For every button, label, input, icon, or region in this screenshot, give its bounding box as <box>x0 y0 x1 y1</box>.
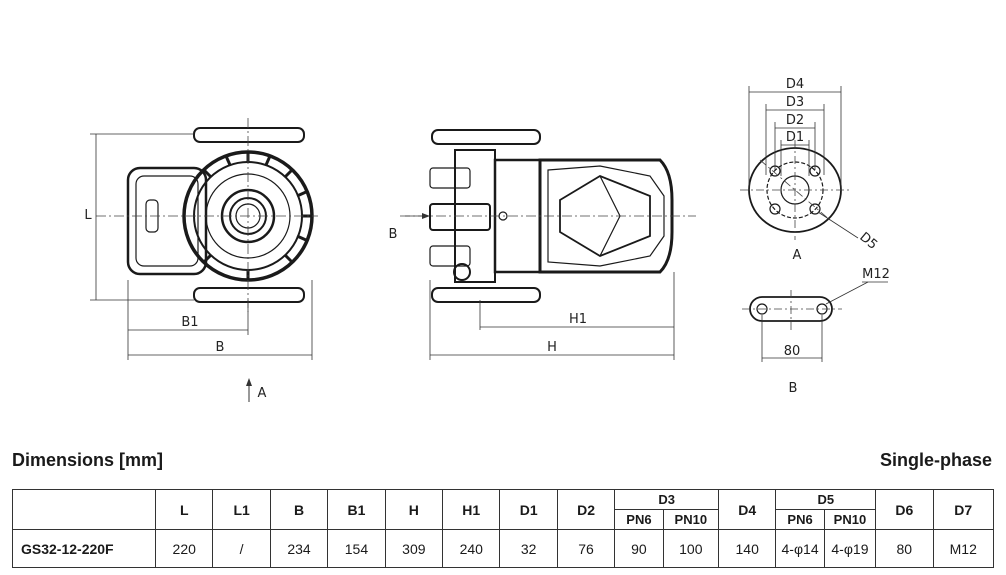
cell-d6: 80 <box>875 529 934 568</box>
header-d3: D3 <box>614 489 719 510</box>
label-h1: H1 <box>569 312 587 327</box>
header-h: H <box>384 489 444 530</box>
cell-d3-pn10: 100 <box>662 529 720 568</box>
label-d1: D1 <box>786 130 804 145</box>
label-m12: M12 <box>862 267 890 282</box>
header-l1: L1 <box>212 489 271 530</box>
side-view <box>400 129 696 360</box>
foot-view <box>742 281 888 362</box>
label-l: L <box>84 208 92 223</box>
label-d2: D2 <box>786 113 804 128</box>
header-b: B <box>269 489 329 530</box>
front-view <box>90 118 318 402</box>
technical-drawing: B1 B L A H1 H B <box>84 77 890 402</box>
header-h1: H1 <box>442 489 501 530</box>
label-d4: D4 <box>786 77 804 92</box>
dimensions-table: L L1 B B1 H H1 D1 D2 D3 D4 D5 D6 D7 PN6 … <box>11 489 995 568</box>
label-b1: B1 <box>181 315 198 330</box>
header-row: L L1 B B1 H H1 D1 D2 D3 D4 D5 D6 D7 <box>11 489 995 530</box>
header-d7: D7 <box>932 489 995 530</box>
label-d3: D3 <box>786 95 804 110</box>
header-d2: D2 <box>556 489 616 530</box>
cell-d1: 32 <box>499 529 558 568</box>
flange-view <box>740 86 859 240</box>
cell-d4: 140 <box>717 529 777 568</box>
phase-title: Single-phase <box>879 450 992 470</box>
label-b-arrow: B <box>389 227 398 242</box>
section-title: Dimensions [mm] <box>12 450 164 470</box>
label-80: 80 <box>784 344 801 359</box>
cell-b1: 154 <box>327 529 386 568</box>
cell-model: GS32-12-220F <box>11 529 157 568</box>
header-b1: B1 <box>327 489 386 530</box>
label-a-arrow: A <box>258 386 267 401</box>
table-row: GS32-12-220F 220 / 234 154 309 240 32 76… <box>11 529 995 568</box>
cell-l1: / <box>212 529 271 568</box>
header-d5: D5 <box>775 489 877 510</box>
header-d5-pn6: PN6 <box>775 509 825 530</box>
cell-d7: M12 <box>932 529 995 568</box>
label-d5: D5 <box>856 230 880 253</box>
header-d4: D4 <box>717 489 777 530</box>
header-d3-pn6: PN6 <box>614 509 664 530</box>
label-h: H <box>547 340 557 355</box>
header-d1: D1 <box>499 489 558 530</box>
header-d5-pn10: PN10 <box>823 509 877 530</box>
label-b: B <box>216 340 225 355</box>
cell-d5-pn10: 4-φ19 <box>823 529 877 568</box>
header-model <box>11 489 157 530</box>
cell-d3-pn6: 90 <box>614 529 664 568</box>
header-d3-pn10: PN10 <box>662 509 720 530</box>
cell-h1: 240 <box>442 529 501 568</box>
header-d6: D6 <box>875 489 934 530</box>
cell-l: 220 <box>155 529 214 568</box>
foot-caption: B <box>789 381 798 396</box>
flange-caption: A <box>793 248 802 263</box>
cell-h: 309 <box>384 529 444 568</box>
cell-d5-pn6: 4-φ14 <box>775 529 825 568</box>
cell-d2: 76 <box>556 529 616 568</box>
cell-b: 234 <box>269 529 329 568</box>
header-l: L <box>155 489 214 530</box>
